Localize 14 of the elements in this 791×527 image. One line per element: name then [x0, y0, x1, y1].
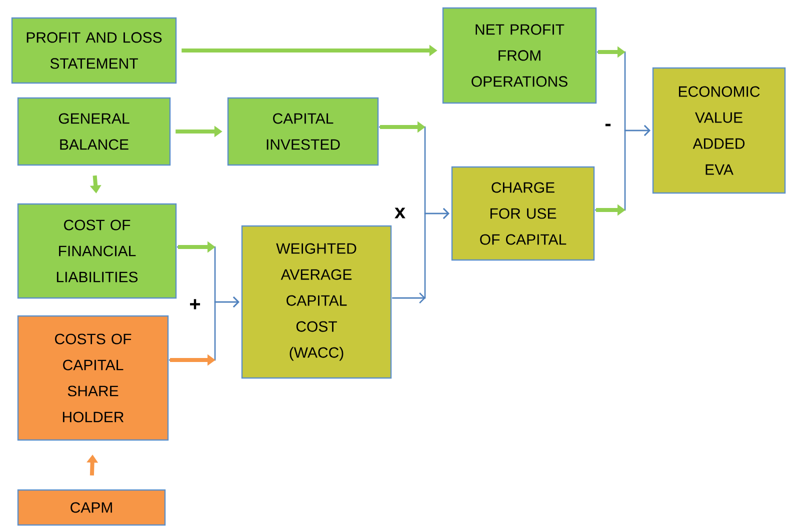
process-box: NET PROFIT FROM OPERATIONS [442, 7, 597, 104]
arrow [392, 208, 450, 304]
process-box: WEIGHTED AVERAGE CAPITAL COST (WACC) [241, 225, 392, 379]
process-box: CHARGE FOR USE OF CAPITAL [451, 166, 595, 261]
process-box: CAPM [17, 489, 166, 526]
process-box: COST OF FINANCIAL LIABILITIES [17, 203, 177, 299]
process-box: PROFIT AND LOSS STATEMENT [11, 17, 177, 84]
merge-sign: x [394, 208, 406, 218]
process-box: GENERAL BALANCE [17, 97, 171, 166]
merge-sign: + [190, 299, 200, 310]
process-box: CAPITAL INVESTED [227, 97, 379, 166]
process-box: ECONOMIC VALUE ADDED EVA [652, 67, 786, 194]
process-box: COSTS OF CAPITAL SHARE HOLDER [17, 315, 169, 441]
merge-sign: - [605, 124, 611, 126]
